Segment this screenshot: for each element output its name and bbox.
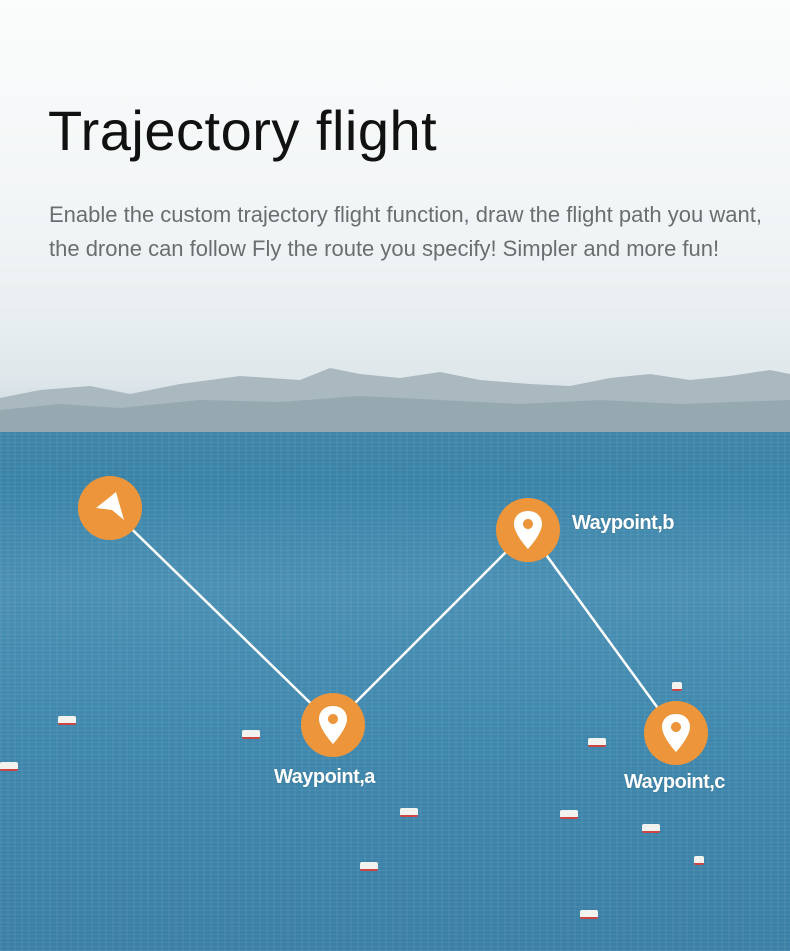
boat [642, 824, 660, 833]
path-segment [526, 529, 678, 734]
map-pin-icon [514, 511, 542, 549]
map-pin-icon [319, 706, 347, 744]
waypoint-a-marker[interactable] [301, 693, 365, 757]
boat [588, 738, 606, 747]
navigation-arrow-icon [96, 492, 124, 520]
waypoint-c-marker[interactable] [644, 701, 708, 765]
boat [400, 808, 418, 817]
description: Enable the custom trajectory flight func… [49, 202, 762, 261]
boat [672, 682, 682, 691]
start-marker[interactable] [78, 476, 142, 540]
boat [58, 716, 76, 725]
boat [694, 856, 704, 865]
boat [0, 762, 18, 771]
waypoint-b-marker[interactable] [496, 498, 560, 562]
boat [580, 910, 598, 919]
waypoint-b-label: Waypoint,b [572, 512, 675, 534]
path-segment [109, 507, 334, 726]
boat [242, 730, 260, 739]
map-pin-icon [662, 714, 690, 752]
boat [560, 810, 578, 819]
mountain-range [0, 368, 790, 432]
waypoint-a-label: Waypoint,a [274, 766, 375, 788]
boat [360, 862, 378, 871]
page-title: Trajectory flight [48, 99, 438, 162]
path-segment [332, 529, 529, 726]
waypoint-c-label: Waypoint,c [624, 771, 725, 793]
